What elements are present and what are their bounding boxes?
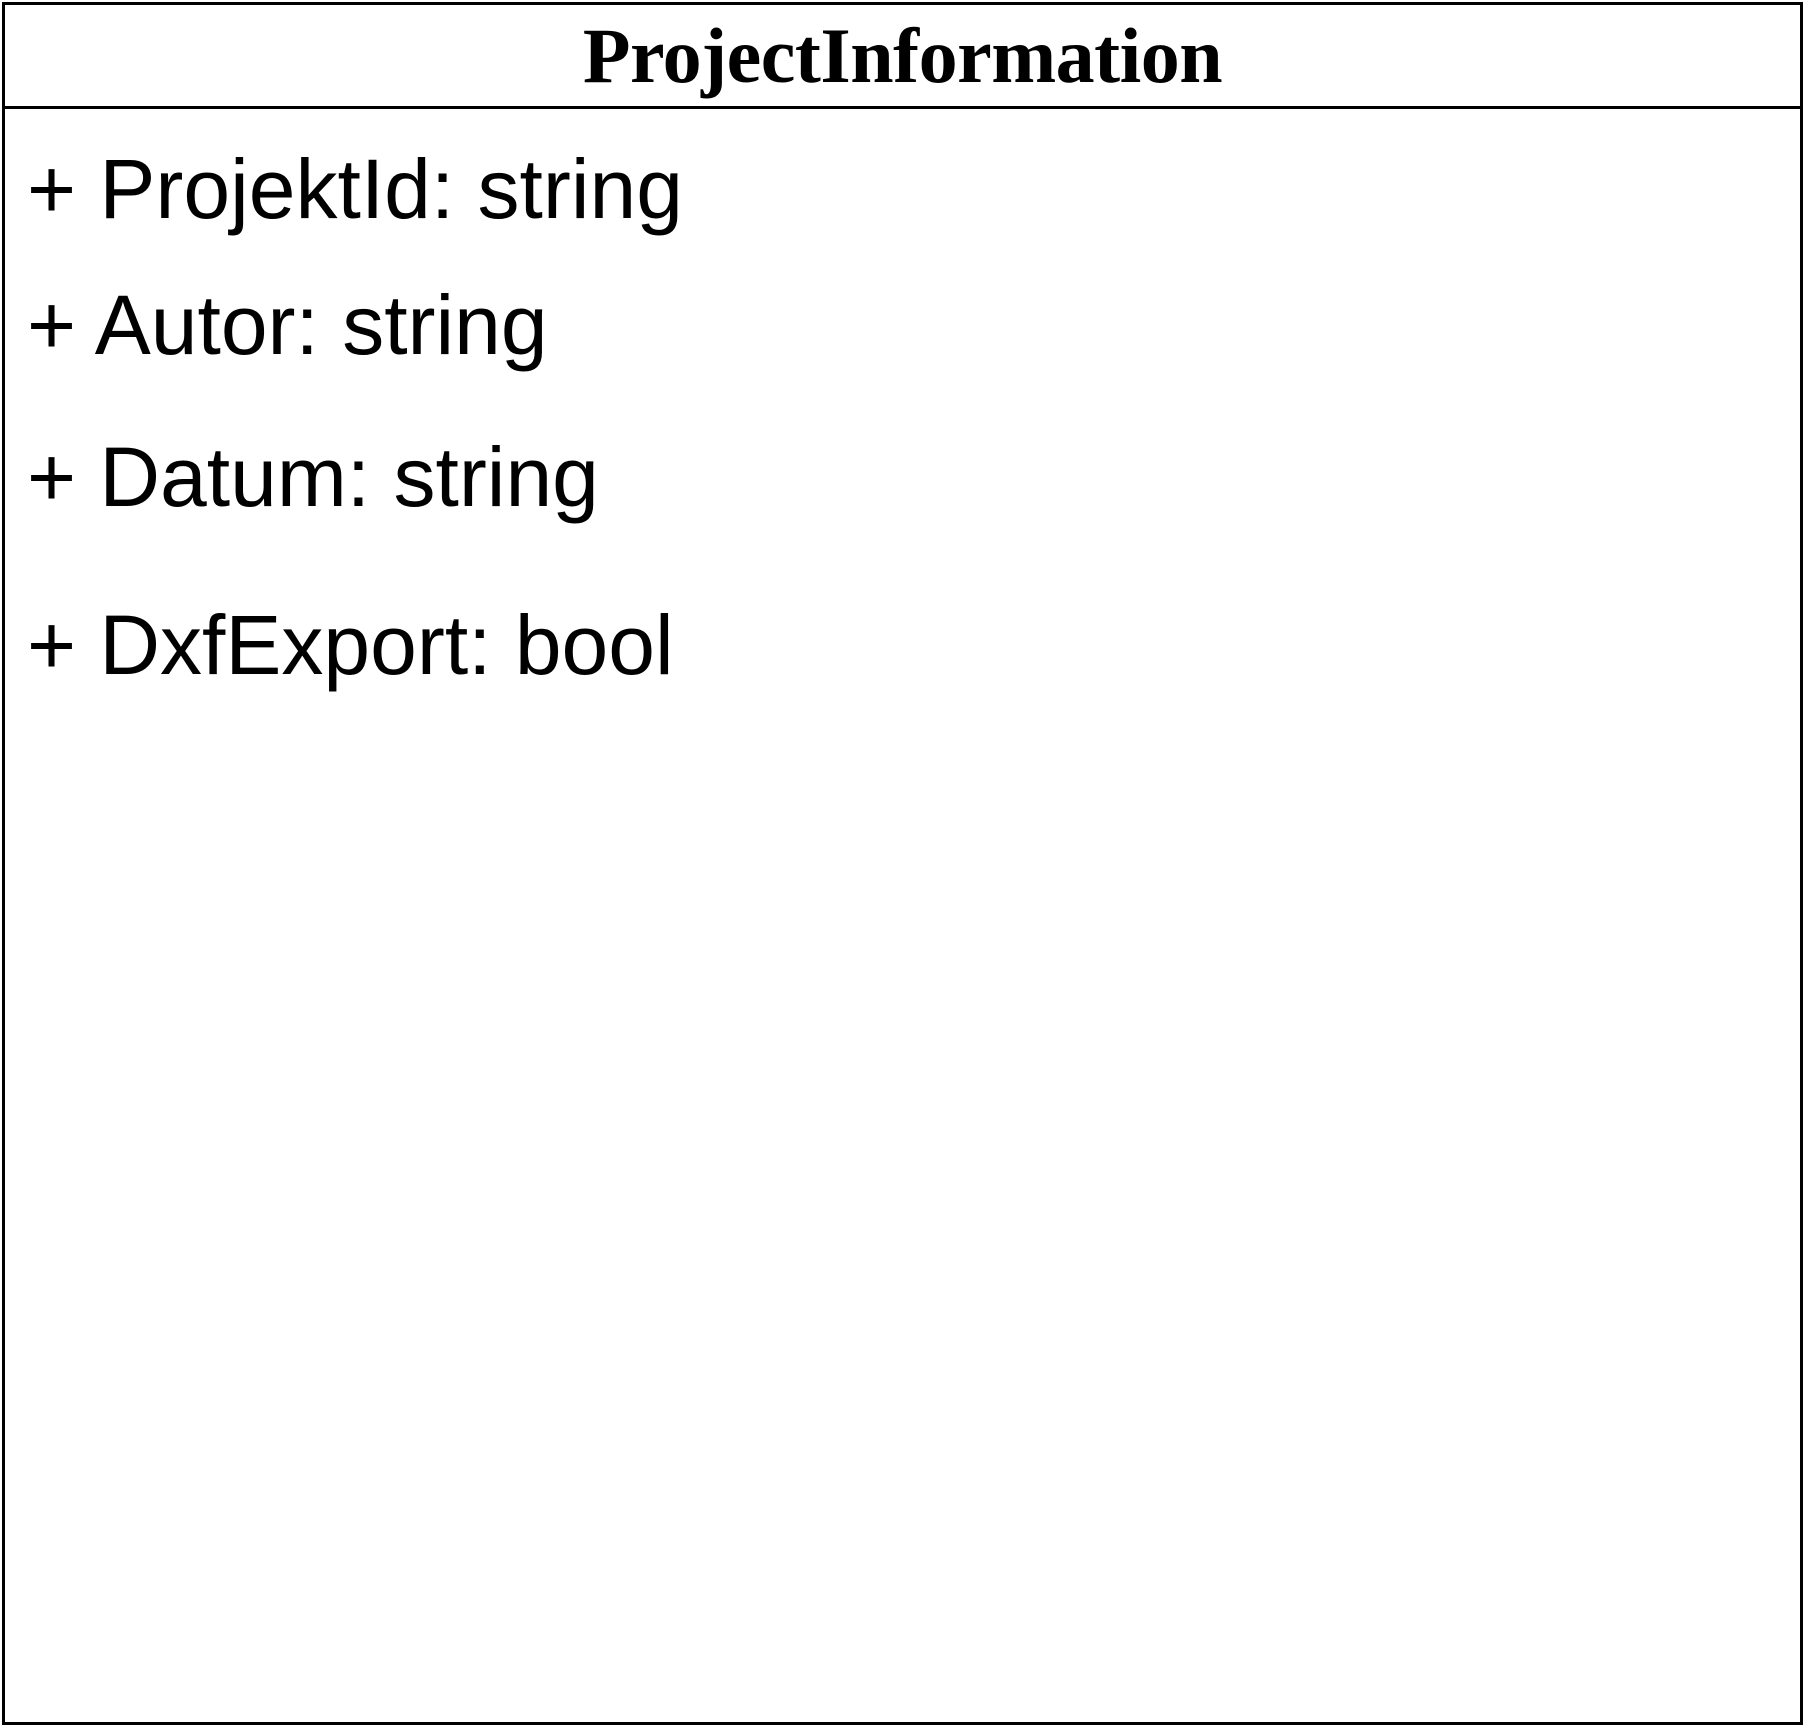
attribute-projektid: + ProjektId: string bbox=[27, 142, 683, 236]
attribute-autor: + Autor: string bbox=[27, 278, 548, 372]
attribute-datum: + Datum: string bbox=[27, 430, 599, 524]
attribute-compartment: + ProjektId: string + Autor: string + Da… bbox=[5, 109, 1800, 1722]
class-name: ProjectInformation bbox=[582, 11, 1223, 99]
attribute-dxfexport: + DxfExport: bool bbox=[27, 598, 674, 692]
class-header: ProjectInformation bbox=[5, 5, 1800, 109]
